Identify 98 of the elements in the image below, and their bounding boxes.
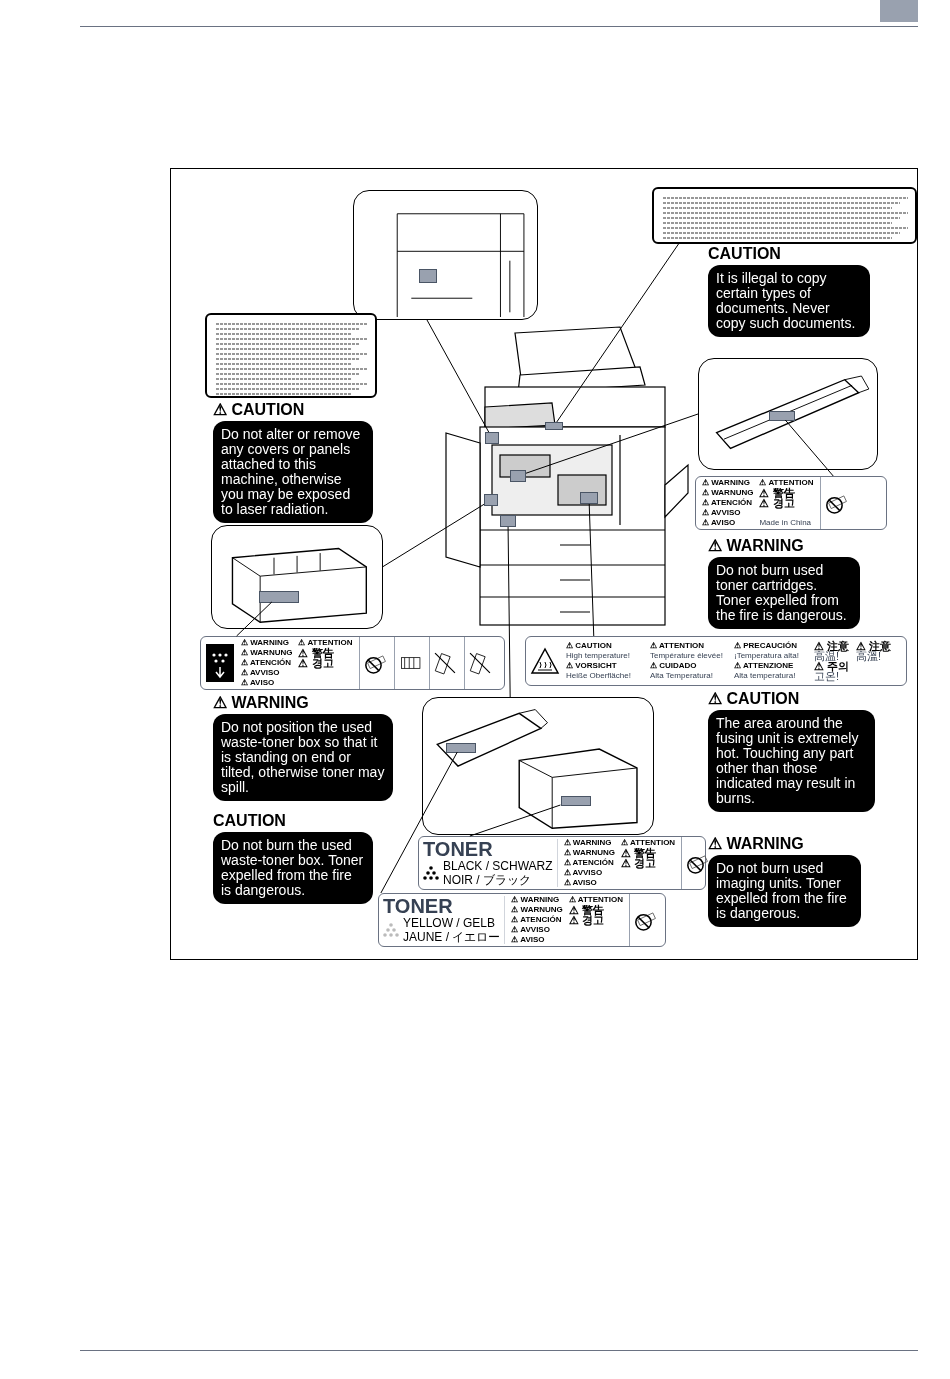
sticker-text: ⚠ AVISO [511,935,546,945]
sticker-text: Heiße Oberfläche! [566,671,632,681]
sticker-text: Made in China [759,518,813,528]
sticker-text: ⚠ 경고 [759,498,796,508]
sticker-text: ⚠ VORSICHT [566,661,618,671]
callout-text: Do not alter or remove any covers or panels attached to this machine, otherwise you may be exposed to laser radiation. [213,421,373,523]
callout-heading: CAUTION [708,245,782,263]
sticker-text: ⚠ ATTENZIONE [734,661,795,671]
sticker-text: ⚠ CUIDADO [650,661,698,671]
sticker-text: ⚠ AVVISO [241,668,281,678]
callout-heading: ⚠ CAUTION [213,401,306,419]
sticker-text: JAUNE / イエロー [403,930,501,944]
leader-line [469,804,561,837]
sticker-text: ⚠ PRECAUCIÓN [734,641,798,651]
warning-sticker [525,636,907,686]
sticker-text: ⚠ ATENCIÓN [241,658,293,668]
callout-text: Do not burn used toner cartridges. Toner expelled from the fire is dangerous. [708,557,860,629]
sticker-text: ⚠ WARNING [511,895,561,905]
callout-heading: ⚠ WARNING [708,537,805,555]
sticker-text: ⚠ WARNUNG [702,488,754,498]
sticker-text: ⚠ ATTENTION [759,478,814,487]
sticker-text: ⚠ AVVISO [511,925,551,935]
callout-text: Do not burn used imaging units. Toner expelled from the fire is dangerous. [708,855,861,927]
warning-sticker [200,636,505,690]
label-spot [446,743,476,753]
callout-heading: ⚠ CAUTION [708,690,801,708]
callout-heading: CAUTION [213,812,287,830]
label-spot [484,494,498,506]
fine-print-sticker [205,313,377,398]
sticker-text: ⚠ 警告 [298,648,335,658]
sticker-text: Alta Temperatura! [650,671,714,681]
label-spot [580,492,598,504]
sticker-text: ⚠ 警告 [621,848,658,858]
sticker-text: Alta temperatura! [734,671,797,681]
sticker-text: 고온! [814,671,840,681]
label-spot [545,422,563,430]
sticker-text: ⚠ ATENCIÓN [563,858,615,868]
leader-line [426,319,490,433]
sticker-text: NOIR / ブラック [443,873,532,887]
sticker-text: 高温! [814,651,840,661]
sticker-text: ⚠ ATTENTION [621,838,676,847]
leader-line [236,601,273,637]
callout-heading: ⚠ WARNING [708,835,805,853]
sticker-text: ⚠ ATTENTION [568,895,623,904]
sticker-text: ⚠ ATENCIÓN [702,498,754,508]
sticker-text: ⚠ ATENCIÓN [511,915,563,925]
sticker-text: ⚠ 주의 [814,661,850,671]
warning-sticker [418,836,706,890]
leader-line [507,526,511,698]
callout-text: Do not burn the used waste-toner box. Toner expelled from the fire is dangerous. [213,832,373,904]
sticker-text: ⚠ WARNING [563,838,613,848]
sticker-text: ⚠ AVVISO [702,508,742,518]
sticker-text: ⚠ WARNING [241,638,290,648]
sticker-text: ¡Temperatura alta! [734,651,800,661]
label-spot [510,470,526,482]
label-spot [485,432,499,444]
leader-line [525,413,699,474]
sticker-text: YELLOW / GELB [403,916,497,930]
sticker-text: High temperature! [566,651,632,661]
sticker-text: ⚠ 경고 [621,858,658,868]
sticker-text: Température élevée! [650,651,724,661]
sticker-text: ⚠ AVISO [241,678,276,688]
leader-line [556,243,679,423]
label-spot [561,796,591,806]
label-spot [419,269,437,283]
sticker-text: ⚠ WARNUNG [563,848,616,858]
fine-print-sticker [652,187,917,244]
sticker-text: ⚠ AVVISO [563,868,604,878]
product-title: TONER [423,839,494,859]
sticker-text: ⚠ WARNUNG [241,648,293,658]
sticker-text: BLACK / SCHWARZ [443,859,553,873]
label-spot [769,411,795,421]
callout-text: Do not position the used waste-toner box so that it is standing on end or tilted, otherwise toner may spill. [213,714,393,801]
sticker-text: ⚠ WARNING [702,478,751,488]
sticker-text: ⚠ 경고 [298,658,335,668]
leader-line [382,503,485,568]
product-title: TONER [383,896,454,916]
sticker-text: ⚠ AVISO [702,518,737,528]
label-spot [500,515,516,527]
callout-heading: ⚠ WARNING [213,694,310,712]
sticker-text: 高溫! [856,651,882,661]
warning-sticker [695,476,887,530]
sticker-text: ⚠ WARNUNG [511,905,563,915]
sticker-text: ⚠ 注意 [856,641,892,651]
sticker-text: ⚠ CAUTION [566,641,613,651]
leader-line [588,503,595,637]
sticker-text: ⚠ ATTENTION [650,641,706,651]
warning-sticker [378,893,666,947]
callout-text: The area around the fusing unit is extremely hot. Touching any part other than those indicated may result in burns. [708,710,875,812]
sticker-text: ⚠ 경고 [568,915,605,925]
label-spot [259,591,299,603]
sticker-text: ⚠ 注意 [814,641,850,651]
leader-line [784,419,834,477]
callout-text: It is illegal to copy certain types of documents. Never copy such documents. [708,265,870,337]
sticker-text: ⚠ AVISO [563,878,598,888]
sticker-text: ⚠ 警告 [759,488,796,498]
sticker-text: ⚠ ATTENTION [298,638,353,647]
sticker-text: ⚠ 警告 [568,905,605,915]
